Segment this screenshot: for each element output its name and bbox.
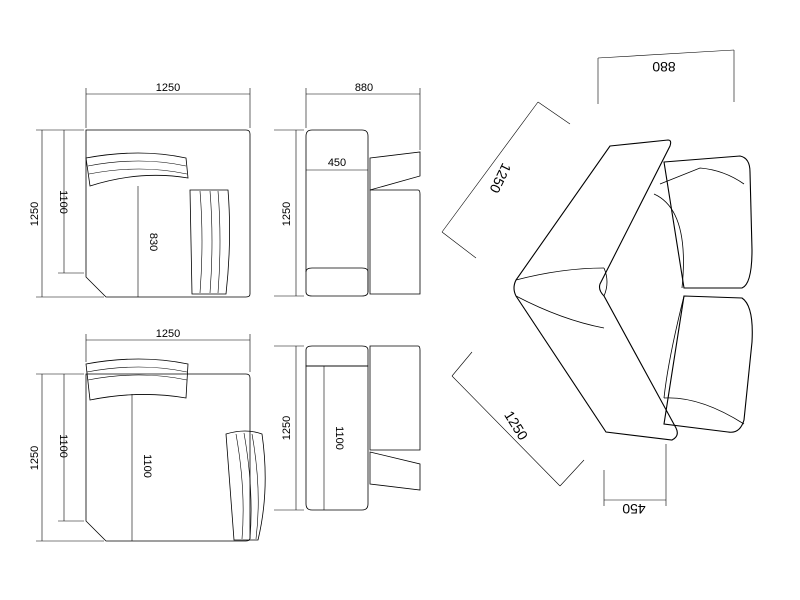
dim-bottom-left-seat-depth: 1100 <box>141 454 153 478</box>
plan-view-top-left: 1250 1250 1100 830 <box>29 82 251 298</box>
dim-bottom-side-height: 1250 <box>281 416 293 440</box>
dim-iso-lower-diag: 1250 <box>501 408 531 443</box>
dim-bottom-left-height-inner: 1100 <box>57 434 69 458</box>
dim-top-side-width: 880 <box>355 82 373 94</box>
dim-top-left-height-outer: 1250 <box>29 202 41 226</box>
dim-top-left-height-inner: 1100 <box>57 190 69 214</box>
dim-top-left-seat-depth: 830 <box>147 233 159 251</box>
dim-bottom-left-width: 1250 <box>156 328 180 340</box>
dim-top-left-width: 1250 <box>156 82 180 94</box>
side-view-bottom: 1250 1100 <box>274 345 421 511</box>
dim-iso-top-width: 880 <box>652 59 676 75</box>
dim-bottom-side-seat: 1100 <box>333 426 345 450</box>
dim-top-side-height: 1250 <box>281 202 293 226</box>
dim-top-side-seat: 450 <box>328 157 346 169</box>
dim-iso-bottom-width: 450 <box>622 501 646 517</box>
dim-bottom-left-height-outer: 1250 <box>29 446 41 470</box>
side-view-top: 880 450 1250 <box>274 82 421 297</box>
assembled-plan-view: 880 1250 1250 450 <box>441 49 753 517</box>
plan-view-bottom-left: 1250 1250 1100 1100 <box>29 328 266 542</box>
